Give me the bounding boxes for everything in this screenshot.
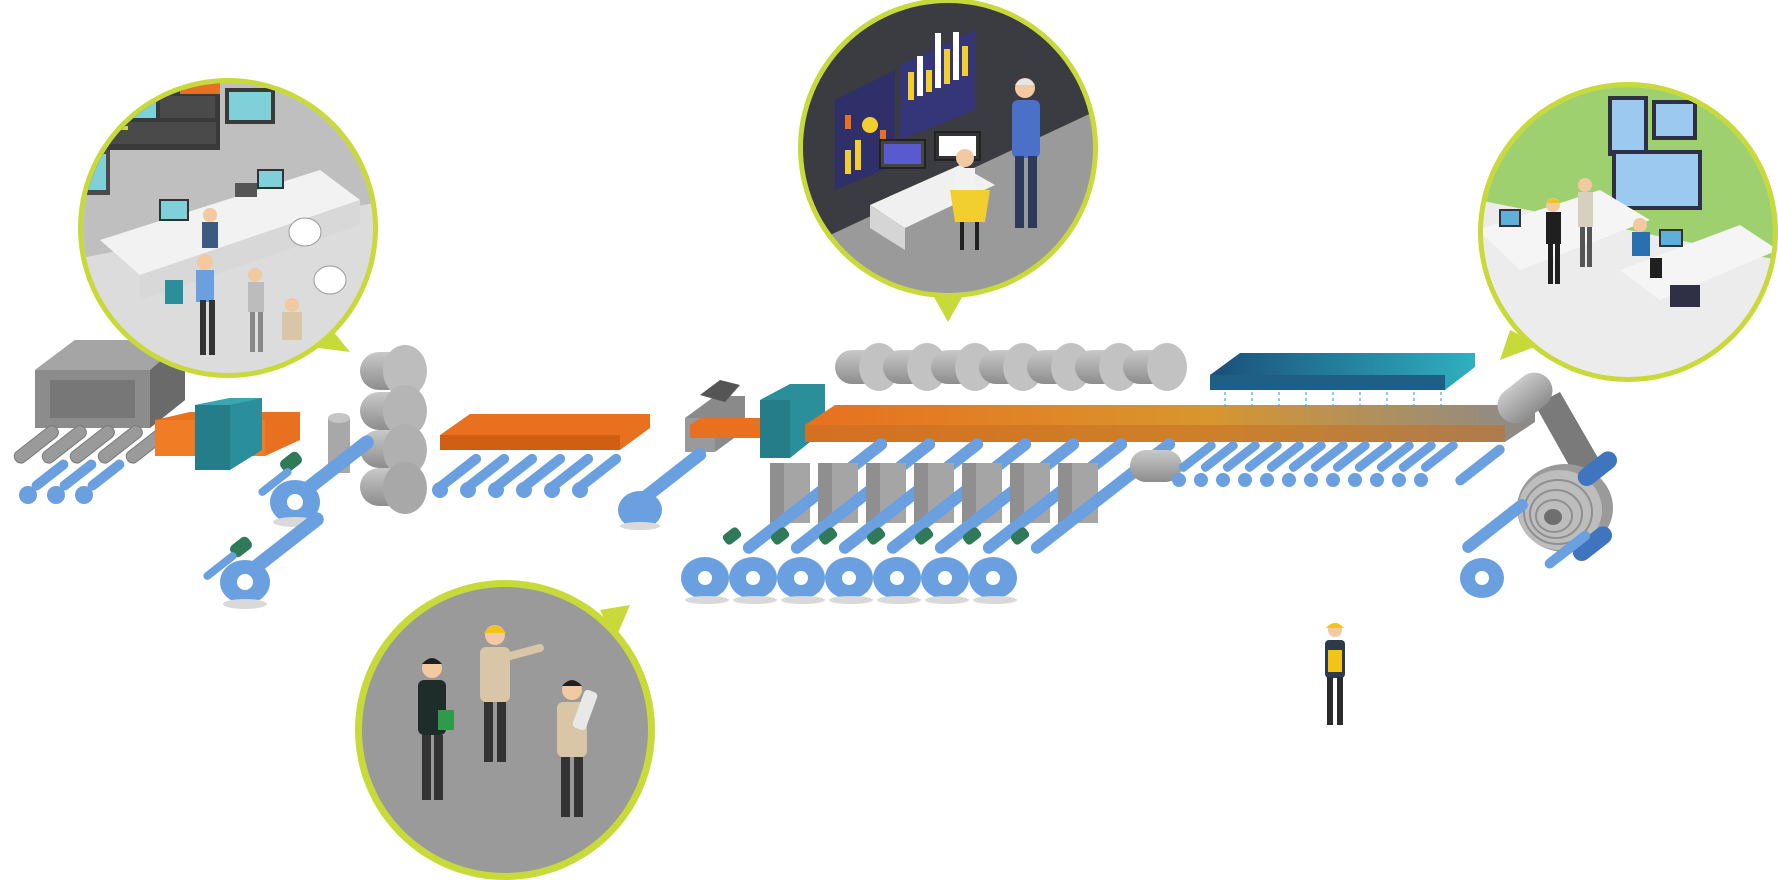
finishing-mill-stands — [681, 343, 1187, 604]
operations-room-bubble — [1478, 82, 1778, 382]
transfer-table — [432, 414, 650, 498]
coiler — [1455, 372, 1618, 598]
hot-strip — [805, 405, 1535, 442]
field-worker-figure — [1325, 623, 1345, 725]
analytics-bubble — [798, 0, 1098, 322]
control-room-bubble — [78, 78, 378, 378]
roughing-mill — [203, 345, 427, 609]
team-meeting-icon — [418, 625, 598, 817]
operations-room-icon — [1483, 96, 1773, 307]
production-line — [13, 340, 1618, 725]
reheating-furnace — [13, 340, 185, 504]
descaler — [155, 398, 300, 470]
analytics-dashboard-icon — [835, 30, 1040, 250]
finishing-stand — [825, 343, 1043, 604]
field-meeting-bubble — [355, 580, 655, 880]
laminar-cooling — [1172, 353, 1475, 487]
